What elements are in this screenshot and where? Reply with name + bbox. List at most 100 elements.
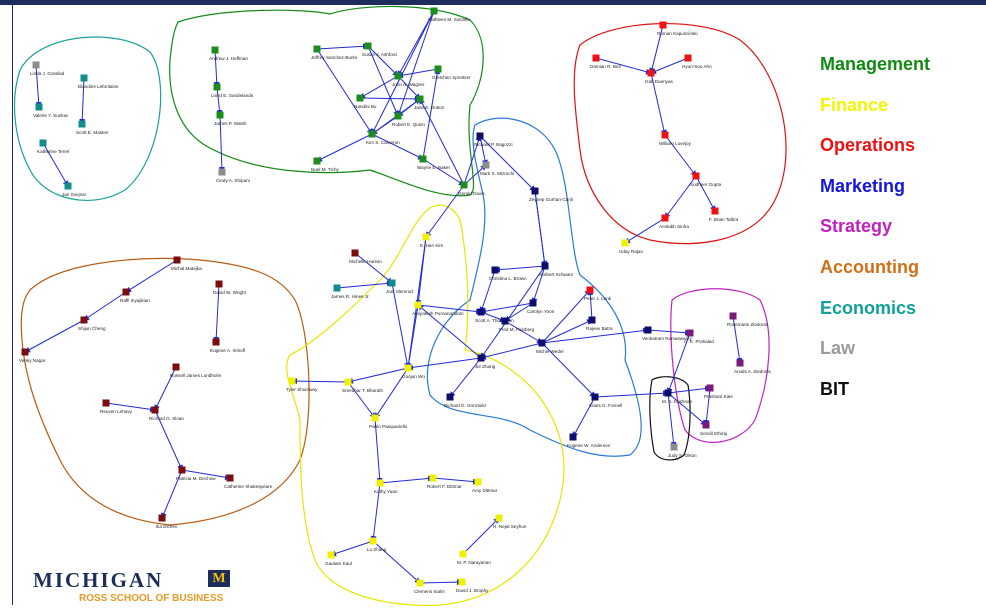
faculty-node[interactable]	[376, 479, 384, 487]
faculty-node[interactable]	[664, 389, 672, 397]
faculty-node[interactable]	[216, 111, 224, 119]
faculty-node[interactable]	[394, 112, 402, 120]
faculty-node[interactable]	[172, 363, 180, 371]
faculty-node[interactable]	[313, 45, 321, 53]
faculty-node[interactable]	[477, 308, 485, 316]
coauthor-edge	[419, 98, 465, 186]
faculty-node[interactable]	[474, 478, 482, 486]
faculty-node[interactable]	[211, 46, 219, 54]
faculty-node[interactable]	[446, 393, 454, 401]
faculty-node[interactable]	[78, 120, 86, 128]
coauthor-edge	[371, 10, 435, 135]
faculty-name-label: Eugene W. Anderson	[567, 443, 611, 448]
legend-economics: Economics	[820, 297, 917, 318]
faculty-node[interactable]	[313, 157, 321, 165]
faculty-node[interactable]	[178, 466, 186, 474]
faculty-node[interactable]	[151, 406, 159, 414]
faculty-node[interactable]	[215, 280, 223, 288]
faculty-node[interactable]	[569, 433, 577, 441]
faculty-node[interactable]	[422, 233, 430, 241]
faculty-node[interactable]	[369, 537, 377, 545]
faculty-node[interactable]	[80, 74, 88, 82]
faculty-node[interactable]	[591, 393, 599, 401]
faculty-node[interactable]	[416, 95, 424, 103]
faculty-node[interactable]	[459, 550, 467, 558]
faculty-node[interactable]	[702, 421, 710, 429]
faculty-node[interactable]	[434, 65, 442, 73]
faculty-node[interactable]	[729, 312, 737, 320]
faculty-node[interactable]	[32, 61, 40, 69]
faculty-node[interactable]	[460, 181, 468, 189]
faculty-node[interactable]	[684, 54, 692, 62]
faculty-node[interactable]	[21, 348, 29, 356]
faculty-node[interactable]	[364, 42, 372, 50]
faculty-node[interactable]	[621, 239, 629, 247]
faculty-node[interactable]	[495, 514, 503, 522]
faculty-node[interactable]	[35, 103, 43, 111]
coauthor-edge	[463, 135, 482, 186]
faculty-node[interactable]	[482, 161, 490, 169]
department-legend: Management Finance Operations Marketing …	[820, 52, 980, 417]
coauthor-edge	[541, 289, 591, 344]
faculty-node[interactable]	[122, 288, 130, 296]
faculty-node[interactable]	[213, 83, 221, 91]
faculty-name-label: Nandini Bu	[354, 104, 377, 109]
coauthor-edge	[213, 283, 220, 343]
faculty-node[interactable]	[158, 514, 166, 522]
faculty-node[interactable]	[371, 414, 379, 422]
faculty-node[interactable]	[394, 72, 402, 80]
faculty-node[interactable]	[477, 354, 485, 362]
faculty-node[interactable]	[541, 262, 549, 270]
coauthor-edge	[650, 57, 689, 74]
faculty-node[interactable]	[686, 329, 694, 337]
faculty-node[interactable]	[173, 256, 181, 264]
faculty-node[interactable]	[592, 54, 600, 62]
faculty-node[interactable]	[351, 249, 359, 257]
faculty-node[interactable]	[430, 7, 438, 15]
faculty-node[interactable]	[670, 443, 678, 451]
faculty-node[interactable]	[661, 131, 669, 139]
faculty-node[interactable]	[218, 168, 226, 176]
coauthor-edge	[218, 114, 225, 173]
faculty-node[interactable]	[531, 187, 539, 195]
faculty-node[interactable]	[327, 551, 335, 559]
faculty-node[interactable]	[659, 21, 667, 29]
faculty-node[interactable]	[501, 317, 509, 325]
faculty-node[interactable]	[711, 207, 719, 215]
faculty-node[interactable]	[538, 339, 546, 347]
faculty-node[interactable]	[356, 94, 364, 102]
faculty-node[interactable]	[644, 326, 652, 334]
faculty-node[interactable]	[429, 474, 437, 482]
faculty-node[interactable]	[226, 474, 234, 482]
faculty-node[interactable]	[333, 284, 341, 292]
faculty-node[interactable]	[419, 155, 427, 163]
faculty-node[interactable]	[288, 377, 296, 385]
faculty-node[interactable]	[404, 364, 412, 372]
faculty-node[interactable]	[692, 172, 700, 180]
faculty-name-label: Venkatram Ramaswamy	[642, 336, 692, 341]
coauthor-edge	[42, 142, 69, 187]
faculty-node[interactable]	[491, 266, 499, 274]
faculty-node[interactable]	[458, 578, 466, 586]
faculty-node[interactable]	[344, 378, 352, 386]
faculty-node[interactable]	[64, 182, 72, 190]
faculty-node[interactable]	[647, 69, 655, 77]
coauthor-edge	[531, 265, 546, 304]
top-rule	[0, 0, 986, 5]
faculty-node[interactable]	[588, 316, 596, 324]
faculty-node[interactable]	[39, 139, 47, 147]
faculty-node[interactable]	[476, 132, 484, 140]
coauthor-edge	[572, 396, 596, 438]
faculty-node[interactable]	[80, 316, 88, 324]
faculty-node[interactable]	[416, 579, 424, 587]
faculty-node[interactable]	[212, 338, 220, 346]
faculty-node[interactable]	[529, 299, 537, 307]
faculty-node[interactable]	[706, 384, 714, 392]
faculty-node[interactable]	[414, 301, 422, 309]
faculty-node[interactable]	[586, 286, 594, 294]
faculty-node[interactable]	[388, 279, 396, 287]
faculty-node[interactable]	[102, 399, 110, 407]
faculty-node[interactable]	[368, 130, 376, 138]
faculty-node[interactable]	[736, 359, 744, 367]
faculty-node[interactable]	[661, 214, 669, 222]
